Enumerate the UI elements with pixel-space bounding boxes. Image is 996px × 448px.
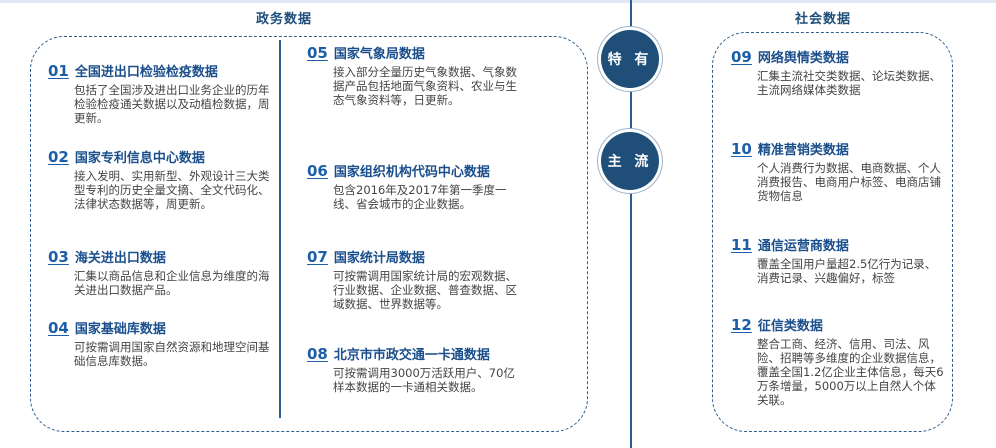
item-description: 包括了全国涉及进出口业务企业的历年检验检疫通关数据以及动植检数据，周更新。 — [74, 83, 270, 125]
item-number: 11 — [731, 236, 752, 254]
item-title: 国家组织机构代码中心数据 — [333, 165, 490, 180]
item-number: 01 — [48, 62, 69, 80]
item-title: 通信运营商数据 — [757, 239, 849, 254]
item-title: 全国进出口检验检疫数据 — [74, 65, 218, 80]
center-spine-line — [630, 0, 632, 448]
item-description: 接入发明、实用新型、外观设计三大类型专利的历史全量文摘、全文代码化、法律状态数据… — [74, 169, 270, 211]
gov-item-05: 05 国家气象局数据 接入部分全量历史气象数据、气象数据产品包括地面气象资料、农业… — [307, 43, 522, 107]
item-title: 海关进出口数据 — [74, 251, 166, 266]
item-description: 可按需调用3000万活跃用户、70亿样本数据的一卡通相关数据。 — [333, 366, 515, 394]
item-title: 国家气象局数据 — [333, 47, 425, 62]
gov-data-heading: 政务数据 — [256, 12, 313, 27]
item-title: 征信类数据 — [757, 319, 823, 334]
top-decor-strip — [0, 0, 996, 3]
social-data-panel — [712, 32, 953, 432]
item-number: 09 — [731, 48, 752, 66]
item-number: 07 — [307, 248, 328, 266]
social-item-09: 09 网络舆情类数据 汇集主流社交类数据、论坛类数据、主流网络媒体类数据 — [731, 47, 946, 97]
item-description: 个人消费行为数据、电商数据、个人消费报告、电商用户标签、电商店铺货物信息 — [757, 161, 941, 203]
gov-item-06: 06 国家组织机构代码中心数据 包含2016年及2017年第一季度一线、省会城市的… — [307, 161, 522, 211]
item-title: 北京市市政交通一卡通数据 — [333, 348, 490, 363]
gov-column-divider — [279, 40, 281, 418]
item-title: 国家专利信息中心数据 — [74, 151, 205, 166]
social-item-11: 11 通信运营商数据 覆盖全国用户量超2.5亿行为记录、消费记录、兴趣偏好，标签 — [731, 235, 946, 285]
item-number: 02 — [48, 148, 69, 166]
gov-data-panel — [30, 36, 588, 432]
item-number: 10 — [731, 140, 752, 158]
item-number: 03 — [48, 248, 69, 266]
item-description: 可按需调用国家统计局的宏观数据、行业数据、企业数据、普查数据、区域数据、世界数据… — [333, 269, 517, 311]
item-description: 可按需调用国家自然资源和地理空间基础信息库数据。 — [74, 340, 270, 368]
item-number: 06 — [307, 162, 328, 180]
item-description: 接入部分全量历史气象数据、气象数据产品包括地面气象资料、农业与生态气象资料等，日… — [333, 65, 517, 107]
item-description: 覆盖全国用户量超2.5亿行为记录、消费记录、兴趣偏好，标签 — [757, 257, 937, 285]
mainstream-badge: 主 流 — [601, 132, 659, 190]
social-data-heading: 社会数据 — [795, 12, 852, 27]
gov-item-04: 04 国家基础库数据 可按需调用国家自然资源和地理空间基础信息库数据。 — [48, 318, 270, 368]
item-number: 12 — [731, 316, 752, 334]
item-title: 国家基础库数据 — [74, 322, 166, 337]
item-title: 精准营销类数据 — [757, 143, 849, 158]
gov-item-01: 01 全国进出口检验检疫数据 包括了全国涉及进出口业务企业的历年检验检疫通关数据以… — [48, 61, 270, 125]
item-number: 05 — [307, 44, 328, 62]
item-title: 国家统计局数据 — [333, 251, 425, 266]
special-badge: 特 有 — [601, 30, 659, 88]
item-description: 汇集主流社交类数据、论坛类数据、主流网络媒体类数据 — [757, 69, 941, 97]
item-description: 汇集以商品信息和企业信息为维度的海关进出口数据产品。 — [74, 269, 270, 297]
gov-item-03: 03 海关进出口数据 汇集以商品信息和企业信息为维度的海关进出口数据产品。 — [48, 247, 270, 297]
item-description: 包含2016年及2017年第一季度一线、省会城市的企业数据。 — [333, 183, 507, 211]
item-number: 08 — [307, 345, 328, 363]
gov-item-07: 07 国家统计局数据 可按需调用国家统计局的宏观数据、行业数据、企业数据、普查数据… — [307, 247, 522, 311]
item-number: 04 — [48, 319, 69, 337]
social-item-10: 10 精准营销类数据 个人消费行为数据、电商数据、个人消费报告、电商用户标签、电商… — [731, 139, 946, 203]
item-title: 网络舆情类数据 — [757, 51, 849, 66]
social-item-12: 12 征信类数据 整合工商、经济、信用、司法、风险、招聘等多维度的企业数据信息，覆… — [731, 315, 946, 407]
gov-item-08: 08 北京市市政交通一卡通数据 可按需调用3000万活跃用户、70亿样本数据的一卡… — [307, 344, 522, 394]
gov-item-02: 02 国家专利信息中心数据 接入发明、实用新型、外观设计三大类型专利的历史全量文摘… — [48, 147, 270, 211]
item-description: 整合工商、经济、信用、司法、风险、招聘等多维度的企业数据信息，覆盖全国1.2亿企… — [757, 337, 944, 407]
